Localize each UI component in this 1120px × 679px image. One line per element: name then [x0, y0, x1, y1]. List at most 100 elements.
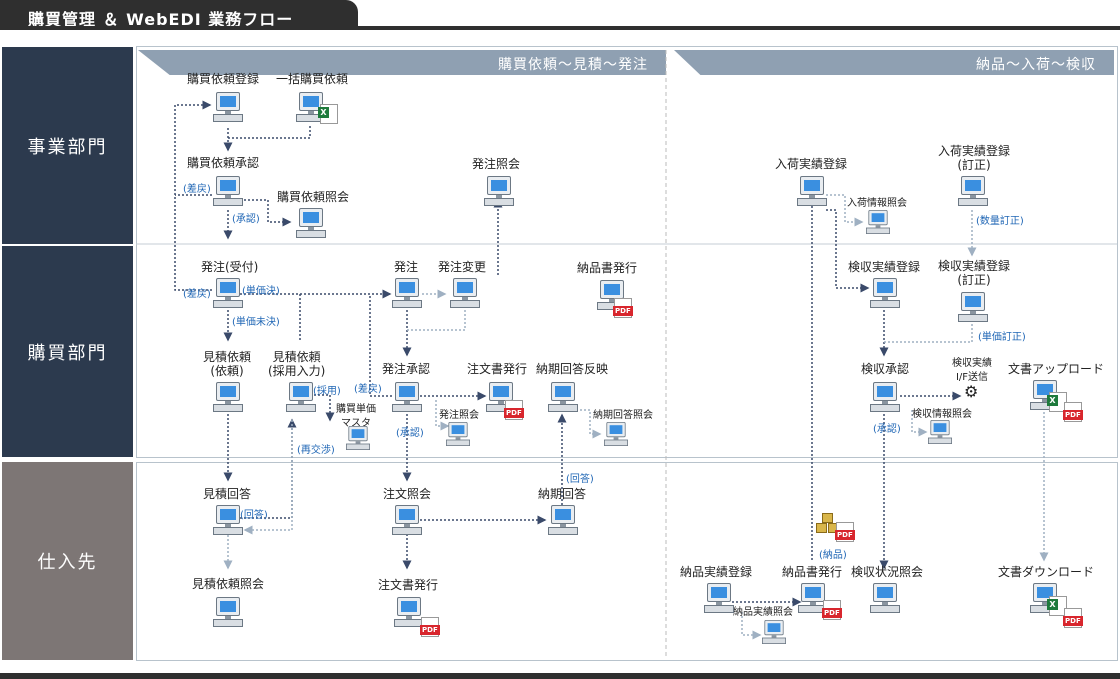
title-rule — [0, 26, 1120, 30]
tag-tanka-miketsu: (単価未決) — [232, 317, 280, 328]
phase-header-inspection-label: 納品～入荷～検収 — [976, 57, 1096, 73]
label-inspection-approve: 検収承認 — [861, 362, 910, 376]
label-quote-request: 見積依頼(依頼) — [203, 350, 252, 378]
computer-icon — [213, 92, 243, 124]
label-req-approve: 購買依頼承認 — [187, 156, 260, 170]
computer-icon — [286, 382, 316, 414]
label-po-inquiry: 注文照会 — [383, 487, 432, 501]
lane-label-purchasing: 購買部門 — [2, 246, 133, 457]
tag-kaitou-2: (回答) — [566, 474, 594, 485]
computer-icon — [928, 420, 952, 446]
lane-label-business: 事業部門 — [2, 47, 133, 244]
tag-saiyou: (採用) — [313, 386, 341, 397]
pdf-icon — [822, 600, 842, 620]
label-inspection-status: 検収状況照会 — [851, 565, 924, 579]
label-quote-req-inquiry: 見積依頼照会 — [192, 577, 265, 591]
label-doc-download: 文書ダウンロード — [998, 565, 1095, 579]
tag-sashimodoshi-1: (差戻) — [183, 184, 211, 195]
label-order-change: 発注変更 — [438, 260, 487, 274]
label-unit-price-master: 購買単価マスタ — [336, 404, 376, 429]
tag-sashimodoshi-2: (差戻) — [183, 289, 211, 300]
label-order-inquiry-top: 発注照会 — [472, 157, 521, 171]
lane-label-vendor: 仕入先 — [2, 462, 133, 660]
label-order: 発注 — [394, 260, 419, 274]
label-due-reply-inquiry: 納期回答照会 — [593, 410, 653, 421]
computer-icon — [704, 583, 734, 615]
computer-icon — [296, 208, 326, 240]
computer-icon — [958, 292, 988, 324]
label-arrival-entry: 入荷実績登録 — [775, 157, 848, 171]
excel-icon — [1047, 596, 1067, 616]
phase-header-order-label: 購買依頼～見積～発注 — [498, 57, 648, 73]
computer-icon — [798, 583, 828, 615]
tag-shounin-3: (承認) — [873, 424, 901, 435]
computer-icon — [213, 382, 243, 414]
tag-kaitou: (回答) — [240, 510, 268, 521]
label-req-entry: 購買依頼登録 — [187, 72, 260, 86]
label-inspection-correct: 検収実績登録(訂正) — [938, 259, 1011, 287]
label-delivery-entry: 納品実績登録 — [680, 565, 753, 579]
label-arrival-info-inquiry: 入荷情報照会 — [847, 198, 907, 209]
tag-tanka-kettei: (単価決) — [242, 286, 280, 297]
pdf-icon — [1063, 608, 1083, 628]
computer-icon — [548, 382, 578, 414]
label-order-inquiry-small: 発注照会 — [439, 410, 479, 421]
page-title: 購買管理 ＆ WebEDI 業務フロー — [28, 10, 294, 29]
computer-icon — [484, 176, 514, 208]
computer-icon — [870, 382, 900, 414]
tag-shounin-2: (承認) — [396, 428, 424, 439]
label-req-inquiry: 購買依頼照会 — [277, 190, 350, 204]
computer-icon — [548, 505, 578, 537]
title-tab: 購買管理 ＆ WebEDI 業務フロー — [0, 0, 358, 30]
computer-icon — [346, 426, 370, 452]
phase-header-order: 購買依頼～見積～発注 — [138, 50, 666, 75]
computer-icon — [392, 505, 422, 537]
computer-icon — [597, 280, 627, 312]
computer-icon — [213, 505, 243, 537]
label-doc-upload: 文書アップロード — [1008, 362, 1105, 376]
tag-shounin-1: (承認) — [232, 214, 260, 225]
label-quote-request-adopt: 見積依頼(採用入力) — [268, 350, 326, 378]
computer-icon — [797, 176, 827, 208]
label-delivery-note-vendor: 納品書発行 — [782, 565, 843, 579]
computer-icon — [958, 176, 988, 208]
computer-icon — [392, 382, 422, 414]
tag-sashimodoshi-3: (差戻) — [354, 384, 382, 395]
label-order-receive: 発注(受付) — [201, 260, 259, 274]
computer-icon — [213, 597, 243, 629]
tag-tanka-teisei: (単価訂正) — [978, 332, 1026, 343]
computer-icon — [392, 278, 422, 310]
label-inspection-entry: 検収実績登録 — [848, 260, 921, 274]
label-inspection-info-inquiry: 検収情報照会 — [912, 409, 972, 420]
tag-nouhin: (納品) — [819, 550, 847, 561]
pdf-icon — [613, 298, 633, 318]
computer-icon — [450, 278, 480, 310]
computer-icon — [870, 278, 900, 310]
computer-icon — [486, 382, 516, 414]
gear-icon: ⚙ — [964, 382, 979, 401]
vendor-lane-frame — [136, 462, 1118, 661]
excel-icon — [318, 104, 338, 124]
computer-icon — [1030, 380, 1060, 412]
boxes-icon — [816, 512, 840, 534]
computer-icon — [866, 210, 890, 236]
pdf-icon — [835, 522, 855, 542]
label-due-reply: 納期回答 — [538, 487, 587, 501]
computer-icon — [446, 422, 470, 448]
computer-icon — [394, 597, 424, 629]
label-quote-reply: 見積回答 — [203, 487, 252, 501]
computer-icon — [213, 176, 243, 208]
label-order-approve: 発注承認 — [382, 362, 431, 376]
label-delivery-note-issue: 納品書発行 — [577, 261, 638, 275]
computer-icon — [604, 422, 628, 448]
computer-icon — [762, 620, 786, 646]
tag-saikoushou: (再交渉) — [297, 445, 335, 456]
label-bulk-req: 一括購買依頼 — [276, 72, 349, 86]
label-delivery-inquiry: 納品実績照会 — [733, 607, 793, 618]
computer-icon — [296, 92, 326, 124]
bottom-rule — [0, 673, 1120, 679]
pdf-icon — [420, 617, 440, 637]
computer-icon — [213, 278, 243, 310]
phase-header-inspection: 納品～入荷～検収 — [674, 50, 1114, 75]
